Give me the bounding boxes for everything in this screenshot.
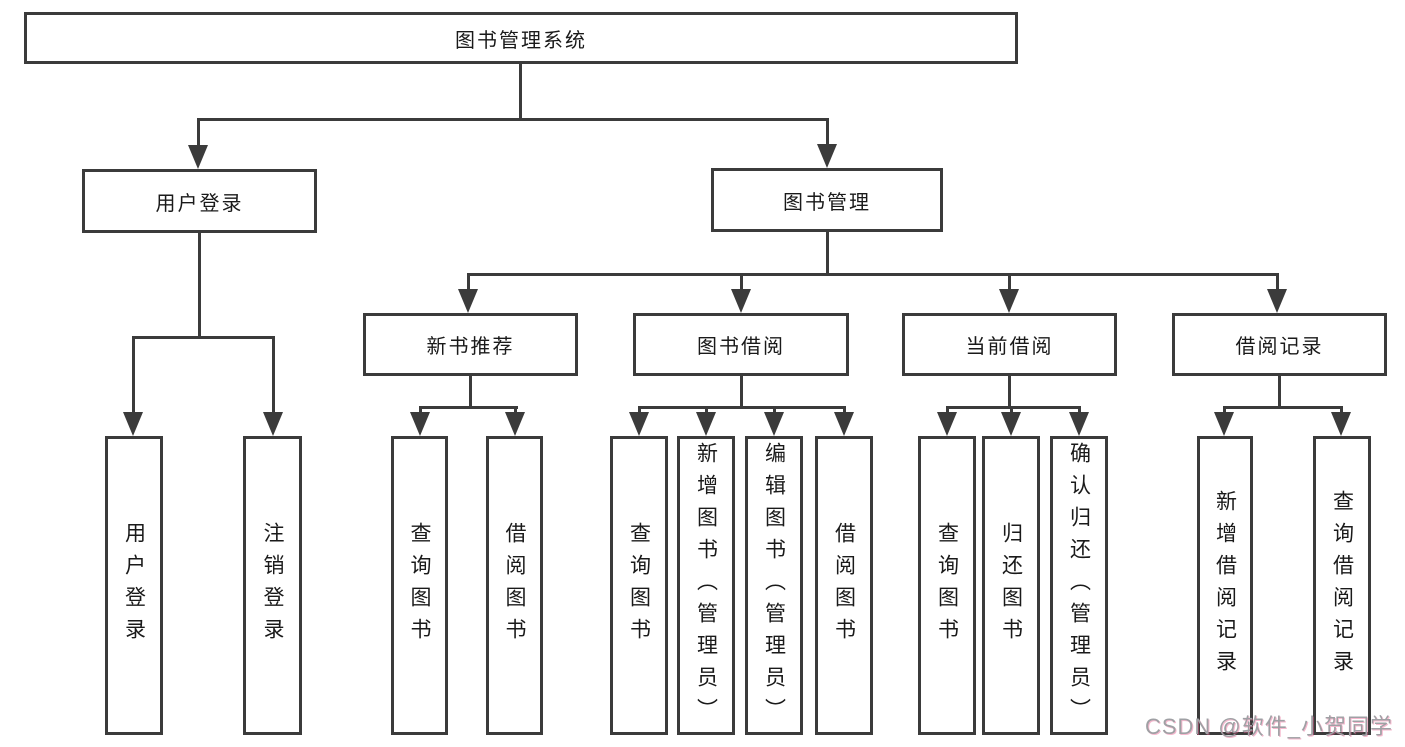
leaf-cb-confirm-return: 确认归还（管理员）: [1050, 436, 1108, 735]
arrow-down-icon: [764, 412, 784, 436]
node-user-login: 用户登录: [82, 169, 317, 233]
arrow-down-icon: [696, 412, 716, 436]
arrow-down-icon: [834, 412, 854, 436]
leaf-nb-query-book-label: 查询图书: [408, 521, 431, 650]
leaf-rec-add-record: 新增借阅记录: [1197, 436, 1253, 735]
arrow-down-icon: [1267, 289, 1287, 313]
connector-line: [1008, 273, 1011, 295]
connector-line: [419, 406, 518, 409]
connector-line: [519, 64, 522, 121]
leaf-rec-query-record: 查询借阅记录: [1313, 436, 1371, 735]
arrow-down-icon: [629, 412, 649, 436]
node-current-borrow: 当前借阅: [902, 313, 1117, 376]
leaf-logout-label: 注销登录: [261, 521, 284, 650]
connector-line: [1278, 376, 1281, 409]
leaf-logout: 注销登录: [243, 436, 302, 735]
connector-line: [272, 336, 275, 418]
connector-line: [197, 118, 829, 121]
node-book-management-label: 图书管理: [783, 191, 871, 214]
connector-line: [1276, 273, 1279, 295]
arrow-down-icon: [937, 412, 957, 436]
connector-line: [469, 376, 472, 409]
arrow-down-icon: [263, 412, 283, 436]
leaf-bb-add-book: 新增图书（管理员）: [677, 436, 735, 735]
node-book-borrow-label: 图书借阅: [697, 336, 785, 358]
connector-line: [132, 336, 135, 418]
leaf-bb-edit-book: 编辑图书（管理员）: [745, 436, 803, 735]
connector-line: [467, 273, 470, 295]
leaf-cb-return-book: 归还图书: [982, 436, 1040, 735]
node-new-book-recommend: 新书推荐: [363, 313, 578, 376]
arrow-down-icon: [505, 412, 525, 436]
leaf-nb-query-book: 查询图书: [391, 436, 448, 735]
node-book-management: 图书管理: [711, 168, 943, 232]
csdn-watermark: CSDN @软件_小贺同学: [1144, 714, 1393, 739]
leaf-cb-return-book-label: 归还图书: [999, 521, 1023, 650]
leaf-cb-query-book-label: 查询图书: [935, 521, 959, 650]
node-borrow-records-label: 借阅记录: [1235, 336, 1324, 358]
arrow-down-icon: [188, 145, 208, 169]
leaf-cb-query-book: 查询图书: [918, 436, 976, 735]
arrow-down-icon: [817, 144, 837, 168]
connector-line: [638, 406, 846, 409]
arrow-down-icon: [123, 412, 143, 436]
leaf-rec-add-record-label: 新增借阅记录: [1213, 489, 1237, 682]
node-user-login-label: 用户登录: [155, 192, 244, 215]
arrow-down-icon: [731, 289, 751, 313]
leaf-bb-borrow-book-label: 借阅图书: [832, 521, 856, 650]
connector-line: [132, 336, 275, 339]
arrow-down-icon: [999, 289, 1019, 313]
leaf-user-login-label: 用户登录: [122, 521, 146, 650]
connector-line: [1008, 376, 1011, 409]
leaf-bb-query-book: 查询图书: [610, 436, 668, 735]
node-root-label: 图书管理系统: [455, 29, 587, 52]
leaf-bb-borrow-book: 借阅图书: [815, 436, 873, 735]
leaf-user-login: 用户登录: [105, 436, 163, 735]
arrow-down-icon: [410, 412, 430, 436]
connector-line: [826, 118, 829, 149]
leaf-rec-query-record-label: 查询借阅记录: [1330, 489, 1354, 682]
connector-line: [197, 118, 200, 150]
leaf-bb-edit-book-label: 编辑图书（管理员）: [762, 441, 786, 730]
connector-line: [198, 233, 201, 339]
leaf-nb-borrow-book: 借阅图书: [486, 436, 543, 735]
node-book-borrow: 图书借阅: [633, 313, 849, 376]
leaf-nb-borrow-book-label: 借阅图书: [503, 521, 526, 650]
leaf-bb-query-book-label: 查询图书: [627, 521, 651, 650]
arrow-down-icon: [458, 289, 478, 313]
connector-line: [946, 406, 1081, 409]
connector-line: [740, 376, 743, 409]
leaf-bb-add-book-label: 新增图书（管理员）: [694, 441, 718, 730]
arrow-down-icon: [1001, 412, 1021, 436]
node-borrow-records: 借阅记录: [1172, 313, 1387, 376]
connector-line: [826, 232, 829, 276]
node-current-borrow-label: 当前借阅: [965, 336, 1054, 358]
arrow-down-icon: [1214, 412, 1234, 436]
connector-line: [467, 273, 1279, 276]
arrow-down-icon: [1069, 412, 1089, 436]
leaf-cb-confirm-return-label: 确认归还（管理员）: [1067, 441, 1091, 730]
node-root: 图书管理系统: [24, 12, 1018, 64]
connector-line: [740, 273, 743, 295]
arrow-down-icon: [1331, 412, 1351, 436]
node-new-book-recommend-label: 新书推荐: [426, 336, 515, 358]
connector-line: [1223, 406, 1343, 409]
